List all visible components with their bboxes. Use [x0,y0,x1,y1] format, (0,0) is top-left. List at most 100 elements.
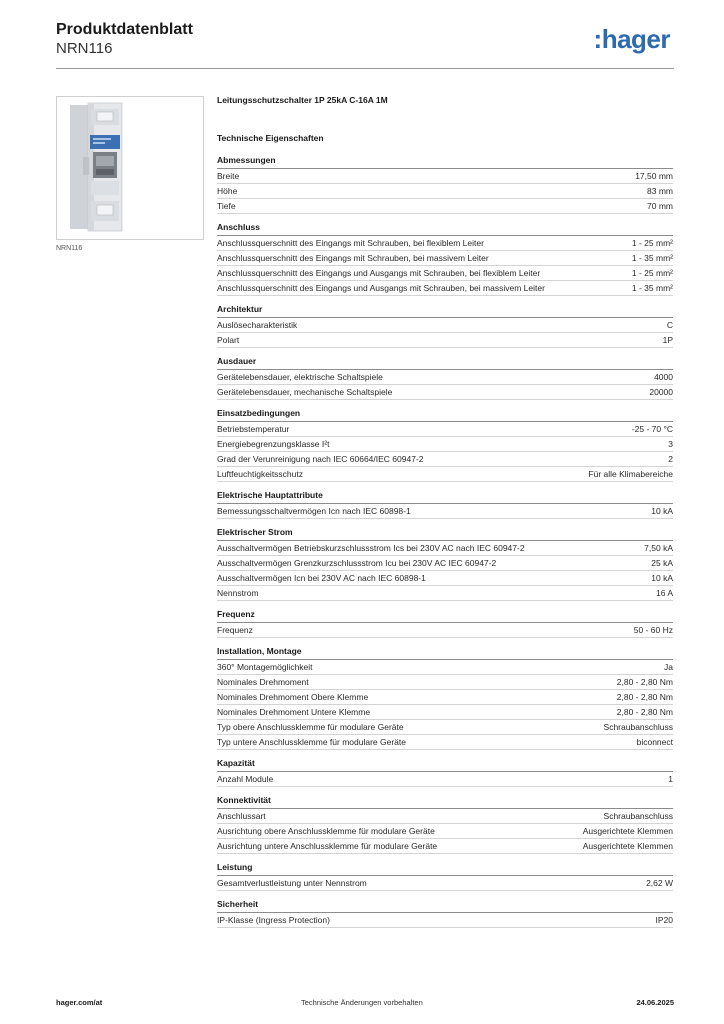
page-title: Produktdatenblatt [56,21,193,38]
spec-row: Typ untere Anschlussklemme für modulare … [217,735,673,750]
spec-label: Auslösecharakteristik [217,320,298,330]
spec-value: Schraubanschluss [603,811,673,821]
section-title: Architektur [217,303,673,318]
spec-row: Gesamtverlustleistung unter Nennstrom 2,6… [217,876,673,891]
spec-row: Betriebstemperatur -25 - 70 °C [217,422,673,437]
spec-label: Ausschaltvermögen Betriebskurzschlussstr… [217,543,525,553]
spec-label: Anschlussquerschnitt des Eingangs und Au… [217,268,541,278]
spec-value: Ja [664,662,673,672]
spec-value: 16 A [655,588,673,598]
spec-label: Frequenz [217,625,253,635]
section-title: Installation, Montage [217,645,673,660]
spec-value: 50 - 60 Hz [633,625,673,635]
spec-label: Höhe [217,186,238,196]
spec-value: 2,80 - 2,80 Nm [616,677,673,687]
spec-row: 360° Montagemöglichkeit Ja [217,660,673,675]
spec-row: Gerätelebensdauer, elektrische Schaltspi… [217,370,673,385]
spec-value: 1 - 35 mm² [631,253,673,263]
spec-label: Polart [217,335,240,345]
spec-row: Grad der Verunreinigung nach IEC 60664/I… [217,452,673,467]
spec-row: IP-Klasse (Ingress Protection)IP20 [217,913,673,928]
spec-value: 1 - 25 mm² [631,268,673,278]
spec-value: 83 mm [647,186,673,196]
spec-label: Anschlussquerschnitt des Eingangs und Au… [217,283,545,293]
spec-value: 2,62 W [646,878,673,888]
spec-label: Typ obere Anschlussklemme für modulare G… [217,722,404,732]
spec-value: -25 - 70 °C [631,424,673,434]
spec-label: Anzahl Module [217,774,274,784]
spec-row: Anschlussart Schraubanschluss [217,809,673,824]
spec-value: 7,50 kA [644,543,673,553]
section-title: Einsatzbedingungen [217,407,673,422]
circuit-breaker-illustration [70,102,123,232]
section-title: Abmessungen [217,154,673,169]
spec-label: Nominales Drehmoment Obere Klemme [217,692,369,702]
spec-value: Schraubanschluss [603,722,673,732]
spec-content: Leitungsschutzschalter 1P 25kA C-16A 1M … [217,94,673,935]
spec-label: Anschlussart [217,811,266,821]
spec-row: Polart 1P [217,333,673,348]
spec-value: 2,80 - 2,80 Nm [616,692,673,702]
spec-row: Nennstrom 16 A [217,586,673,601]
spec-row: Typ obere Anschlussklemme für modulare G… [217,720,673,735]
spec-row: Ausschaltvermögen Betriebskurzschlussstr… [217,541,673,556]
spec-value: Ausgerichtete Klemmen [582,841,673,851]
spec-label: Betriebstemperatur [217,424,290,434]
spec-value: 1 - 35 mm² [631,283,673,293]
spec-label: Nennstrom [217,588,259,598]
spec-label: Ausrichtung untere Anschlussklemme für m… [217,841,438,851]
spec-row: Frequenz 50 - 60 Hz [217,623,673,638]
spec-label: Gesamtverlustleistung unter Nennstrom [217,878,367,888]
product-code: NRN116 [56,40,113,57]
section-title: Frequenz [217,608,673,623]
section-title: Leistung [217,861,673,876]
spec-row: Ausschaltvermögen Icn bei 230V AC nach I… [217,571,673,586]
spec-row: Nominales Drehmoment Obere Klemme 2,80 - … [217,690,673,705]
footer-disclaimer: Technische Änderungen vorbehalten [301,998,423,1007]
footer-date: 24.06.2025 [636,998,674,1007]
spec-row: Anschlussquerschnitt des Eingangs und Au… [217,266,673,281]
spec-label: Ausschaltvermögen Icn bei 230V AC nach I… [217,573,426,583]
spec-row: Ausschaltvermögen Grenzkurzschlussstrom … [217,556,673,571]
spec-value: 20000 [649,387,673,397]
spec-value: IP20 [655,915,674,925]
spec-value: 17,50 mm [635,171,673,181]
spec-label: Energiebegrenzungsklasse I²t [217,439,330,449]
section-title: Kapazität [217,757,673,772]
footer-url[interactable]: hager.com/at [56,998,103,1007]
spec-value: 1P [662,335,673,345]
section-title: Anschluss [217,221,673,236]
spec-label: Anschlussquerschnitt des Eingangs mit Sc… [217,238,484,248]
spec-row: Ausrichtung obere Anschlussklemme für mo… [217,824,673,839]
spec-label: Bemessungsschaltvermögen Icn nach IEC 60… [217,506,411,516]
spec-row: Nominales Drehmoment 2,80 - 2,80 Nm [217,675,673,690]
spec-value: 10 kA [651,506,673,516]
spec-label: Ausrichtung obere Anschlussklemme für mo… [217,826,435,836]
section-title: Konnektivität [217,794,673,809]
spec-row: Gerätelebensdauer, mechanische Schaltspi… [217,385,673,400]
spec-label: Nominales Drehmoment [217,677,309,687]
spec-value: 3 [668,439,673,449]
spec-value: Ausgerichtete Klemmen [582,826,673,836]
spec-label: Typ untere Anschlussklemme für modulare … [217,737,406,747]
product-image [56,96,204,240]
section-title: Elektrische Hauptattribute [217,489,673,504]
section-title: Ausdauer [217,355,673,370]
spec-value: 70 mm [647,201,673,211]
spec-row: Energiebegrenzungsklasse I²t 3 [217,437,673,452]
spec-label: 360° Montagemöglichkeit [217,662,313,672]
spec-label: Nominales Drehmoment Untere Klemme [217,707,371,717]
